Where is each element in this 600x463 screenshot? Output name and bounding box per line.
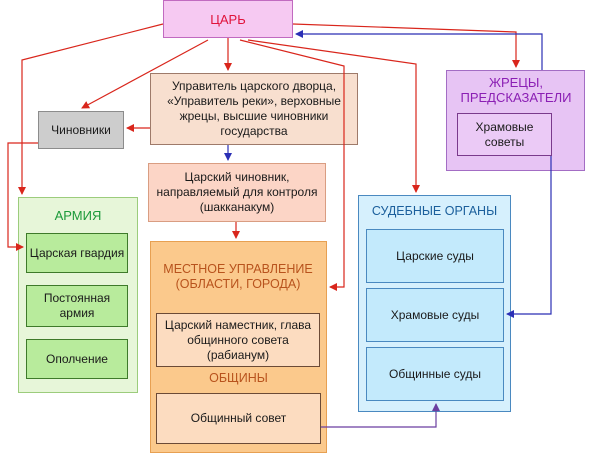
officials-box: Чиновники [38, 111, 124, 149]
courts-item-royal-label: Царские суды [396, 248, 474, 263]
palace-officials-label: Управитель царского дворца, «Управитель … [167, 79, 341, 138]
arrow-officials-guard [7, 142, 38, 251]
arrow-king-priests [292, 23, 520, 68]
king-label: ЦАРЬ [210, 11, 246, 27]
palace-officials-box: Управитель царского дворца, «Управитель … [150, 73, 358, 145]
community-council-box: Общинный совет [156, 393, 321, 444]
temple-councils-box: Храмовые советы [457, 113, 552, 156]
communities-title: ОБЩИНЫ [209, 371, 268, 385]
community-council-label: Общинный совет [190, 411, 287, 425]
courts-item-temple-label: Храмовые суды [390, 307, 480, 322]
arrow-temple-councils-courts [506, 156, 552, 318]
arrow-king-army [18, 23, 164, 195]
governor-box: Царский наместник, глава общинного совет… [156, 313, 320, 367]
arrow-priests-king [295, 30, 543, 70]
courts-title: СУДЕБНЫЕ ОРГАНЫ [371, 204, 498, 218]
local-admin-title: МЕСТНОЕ УПРАВЛЕНИЕ (ОБЛАСТИ, ГОРОДА) [163, 262, 313, 291]
army-item-guard: Царская гвардия [26, 233, 128, 273]
governor-label: Царский наместник, глава общинного совет… [164, 317, 312, 362]
courts-item-temple: Храмовые суды [366, 288, 504, 342]
temple-councils-label: Храмовые советы [475, 119, 534, 149]
courts-item-community: Общинные суды [366, 347, 504, 401]
army-item-standing-label: Постоянная армия [43, 291, 111, 320]
courts-item-community-label: Общинные суды [389, 366, 481, 381]
army-item-guard-label: Царская гвардия [29, 245, 125, 260]
officials-label: Чиновники [51, 122, 111, 137]
courts-item-royal: Царские суды [366, 229, 504, 283]
arrow-king-courts [247, 39, 420, 193]
army-item-militia: Ополчение [26, 339, 128, 379]
army-title: АРМИЯ [54, 208, 102, 223]
king-box: ЦАРЬ [163, 0, 293, 38]
army-item-militia-label: Ополчение [46, 351, 108, 366]
arrow-king-officials [81, 39, 209, 109]
royal-official-label: Царский чиновник, направляемый для контр… [156, 170, 318, 214]
royal-official-box: Царский чиновник, направляемый для контр… [148, 163, 326, 222]
arrow-council-community-courts [321, 403, 440, 428]
army-item-standing: Постоянная армия [26, 285, 128, 327]
arrow-king-local [239, 39, 345, 291]
priests-title: ЖРЕЦЫ, ПРЕДСКАЗАТЕЛИ [460, 75, 572, 105]
